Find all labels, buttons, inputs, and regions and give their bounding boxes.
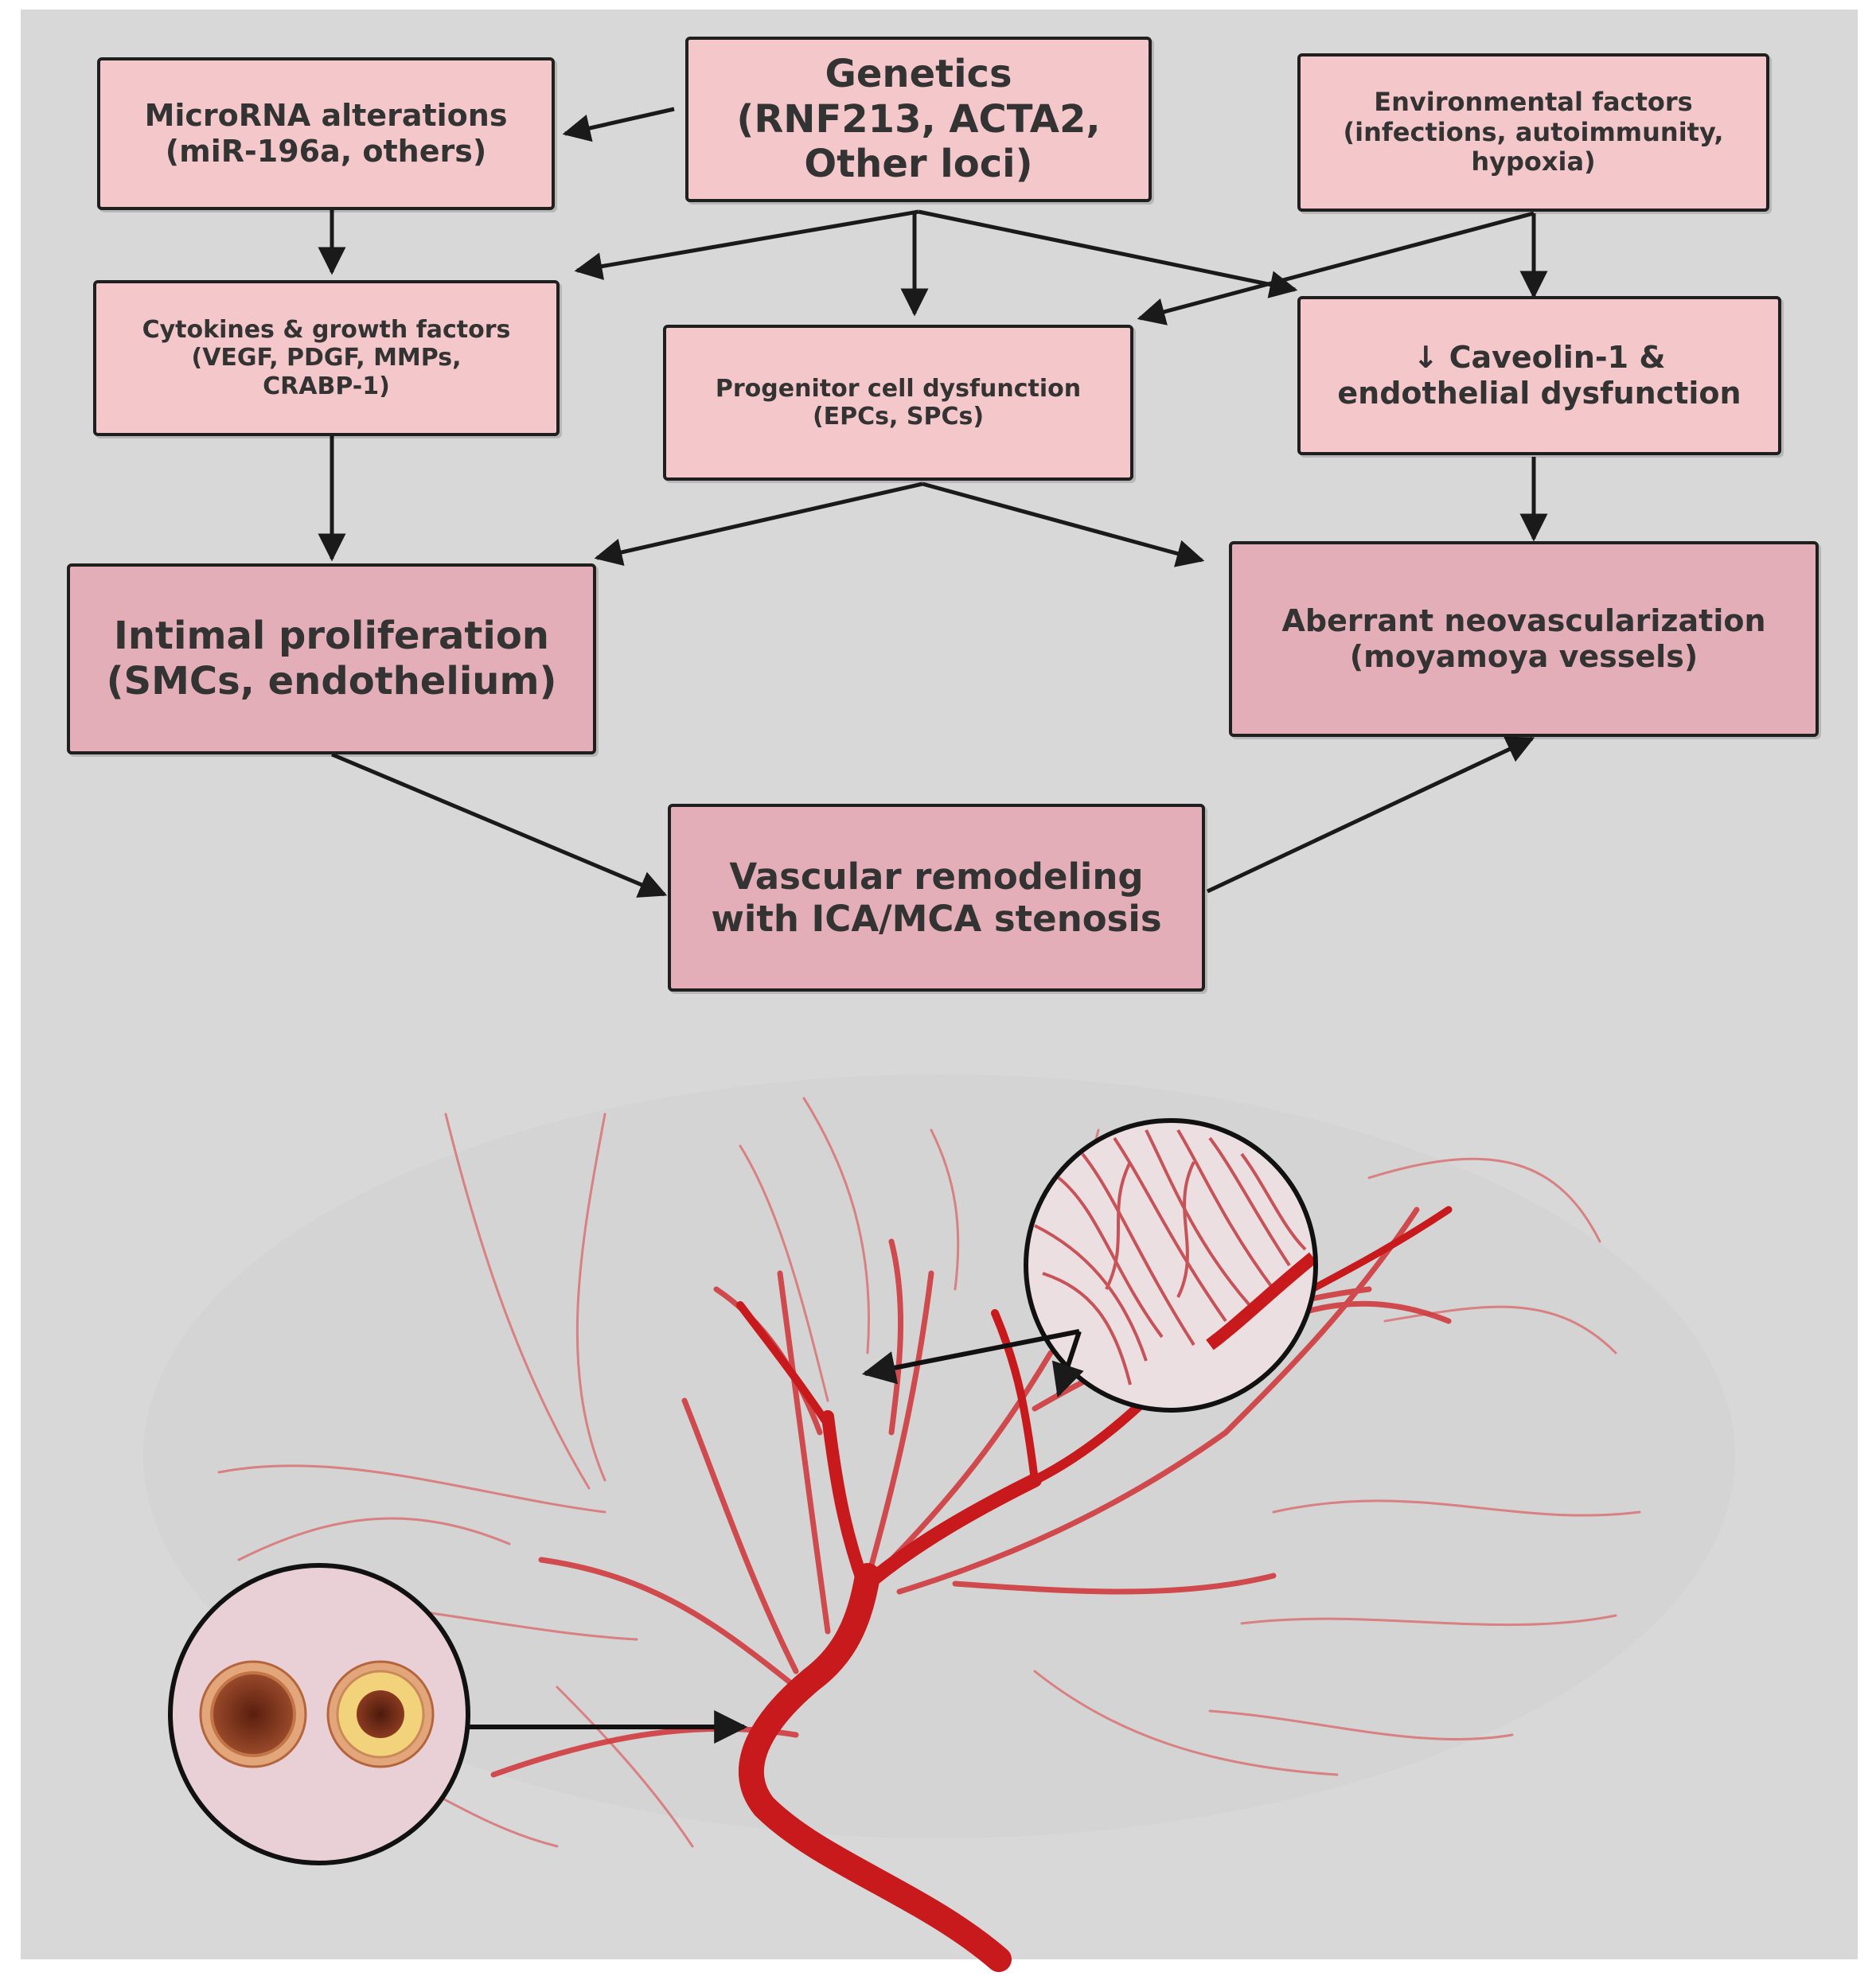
moyamoya-closeup-inset <box>1024 1118 1318 1413</box>
node-neovascularization-label: Aberrant neovascularization (moyamoya ve… <box>1281 603 1766 674</box>
node-caveolin: ↓ Caveolin-1 & endothelial dysfunction <box>1297 296 1781 455</box>
edge-genetics-cytokines <box>574 209 919 280</box>
node-cytokines: Cytokines & growth factors (VEGF, PDGF, … <box>93 280 560 436</box>
edge-genetics-microrna <box>562 107 675 142</box>
cross-section-inset <box>168 1563 748 1865</box>
node-remodeling-label: Vascular remodeling with ICA/MCA stenosi… <box>711 855 1162 940</box>
node-environmental: Environmental factors (infections, autoi… <box>1297 53 1769 212</box>
node-environmental-label: Environmental factors (infections, autoi… <box>1343 86 1724 177</box>
node-progenitor: Progenitor cell dysfunction (EPCs, SPCs) <box>663 325 1133 481</box>
node-genetics: Genetics (RNF213, ACTA2, Other loci) <box>685 37 1152 202</box>
node-progenitor-label: Progenitor cell dysfunction (EPCs, SPCs) <box>715 374 1082 431</box>
node-remodeling: Vascular remodeling with ICA/MCA stenosi… <box>668 804 1205 992</box>
edge-progenitor-intimal <box>594 481 923 567</box>
node-intimal: Intimal proliferation (SMCs, endothelium… <box>67 563 596 754</box>
node-intimal-label: Intimal proliferation (SMCs, endothelium… <box>106 614 557 704</box>
node-neovascularization: Aberrant neovascularization (moyamoya ve… <box>1229 541 1819 737</box>
node-microrna-label: MicroRNA alterations (miR-196a, others) <box>144 98 508 169</box>
node-caveolin-label: ↓ Caveolin-1 & endothelial dysfunction <box>1337 340 1741 411</box>
edge-genetics-caveolin <box>918 209 1298 298</box>
edge-environmental-progenitor <box>1137 211 1535 325</box>
node-microrna: MicroRNA alterations (miR-196a, others) <box>97 57 555 210</box>
edge-remodeling-neovascularization <box>1206 736 1535 894</box>
node-genetics-label: Genetics (RNF213, ACTA2, Other loci) <box>736 52 1101 187</box>
edge-intimal-remodeling <box>331 752 668 898</box>
angiogram-illustration <box>143 1074 1735 1972</box>
edge-progenitor-neovascularization <box>922 481 1205 567</box>
diagram-edges <box>318 107 1548 898</box>
inset-pointer-arrows <box>861 1329 1084 1397</box>
node-cytokines-label: Cytokines & growth factors (VEGF, PDGF, … <box>142 315 511 400</box>
